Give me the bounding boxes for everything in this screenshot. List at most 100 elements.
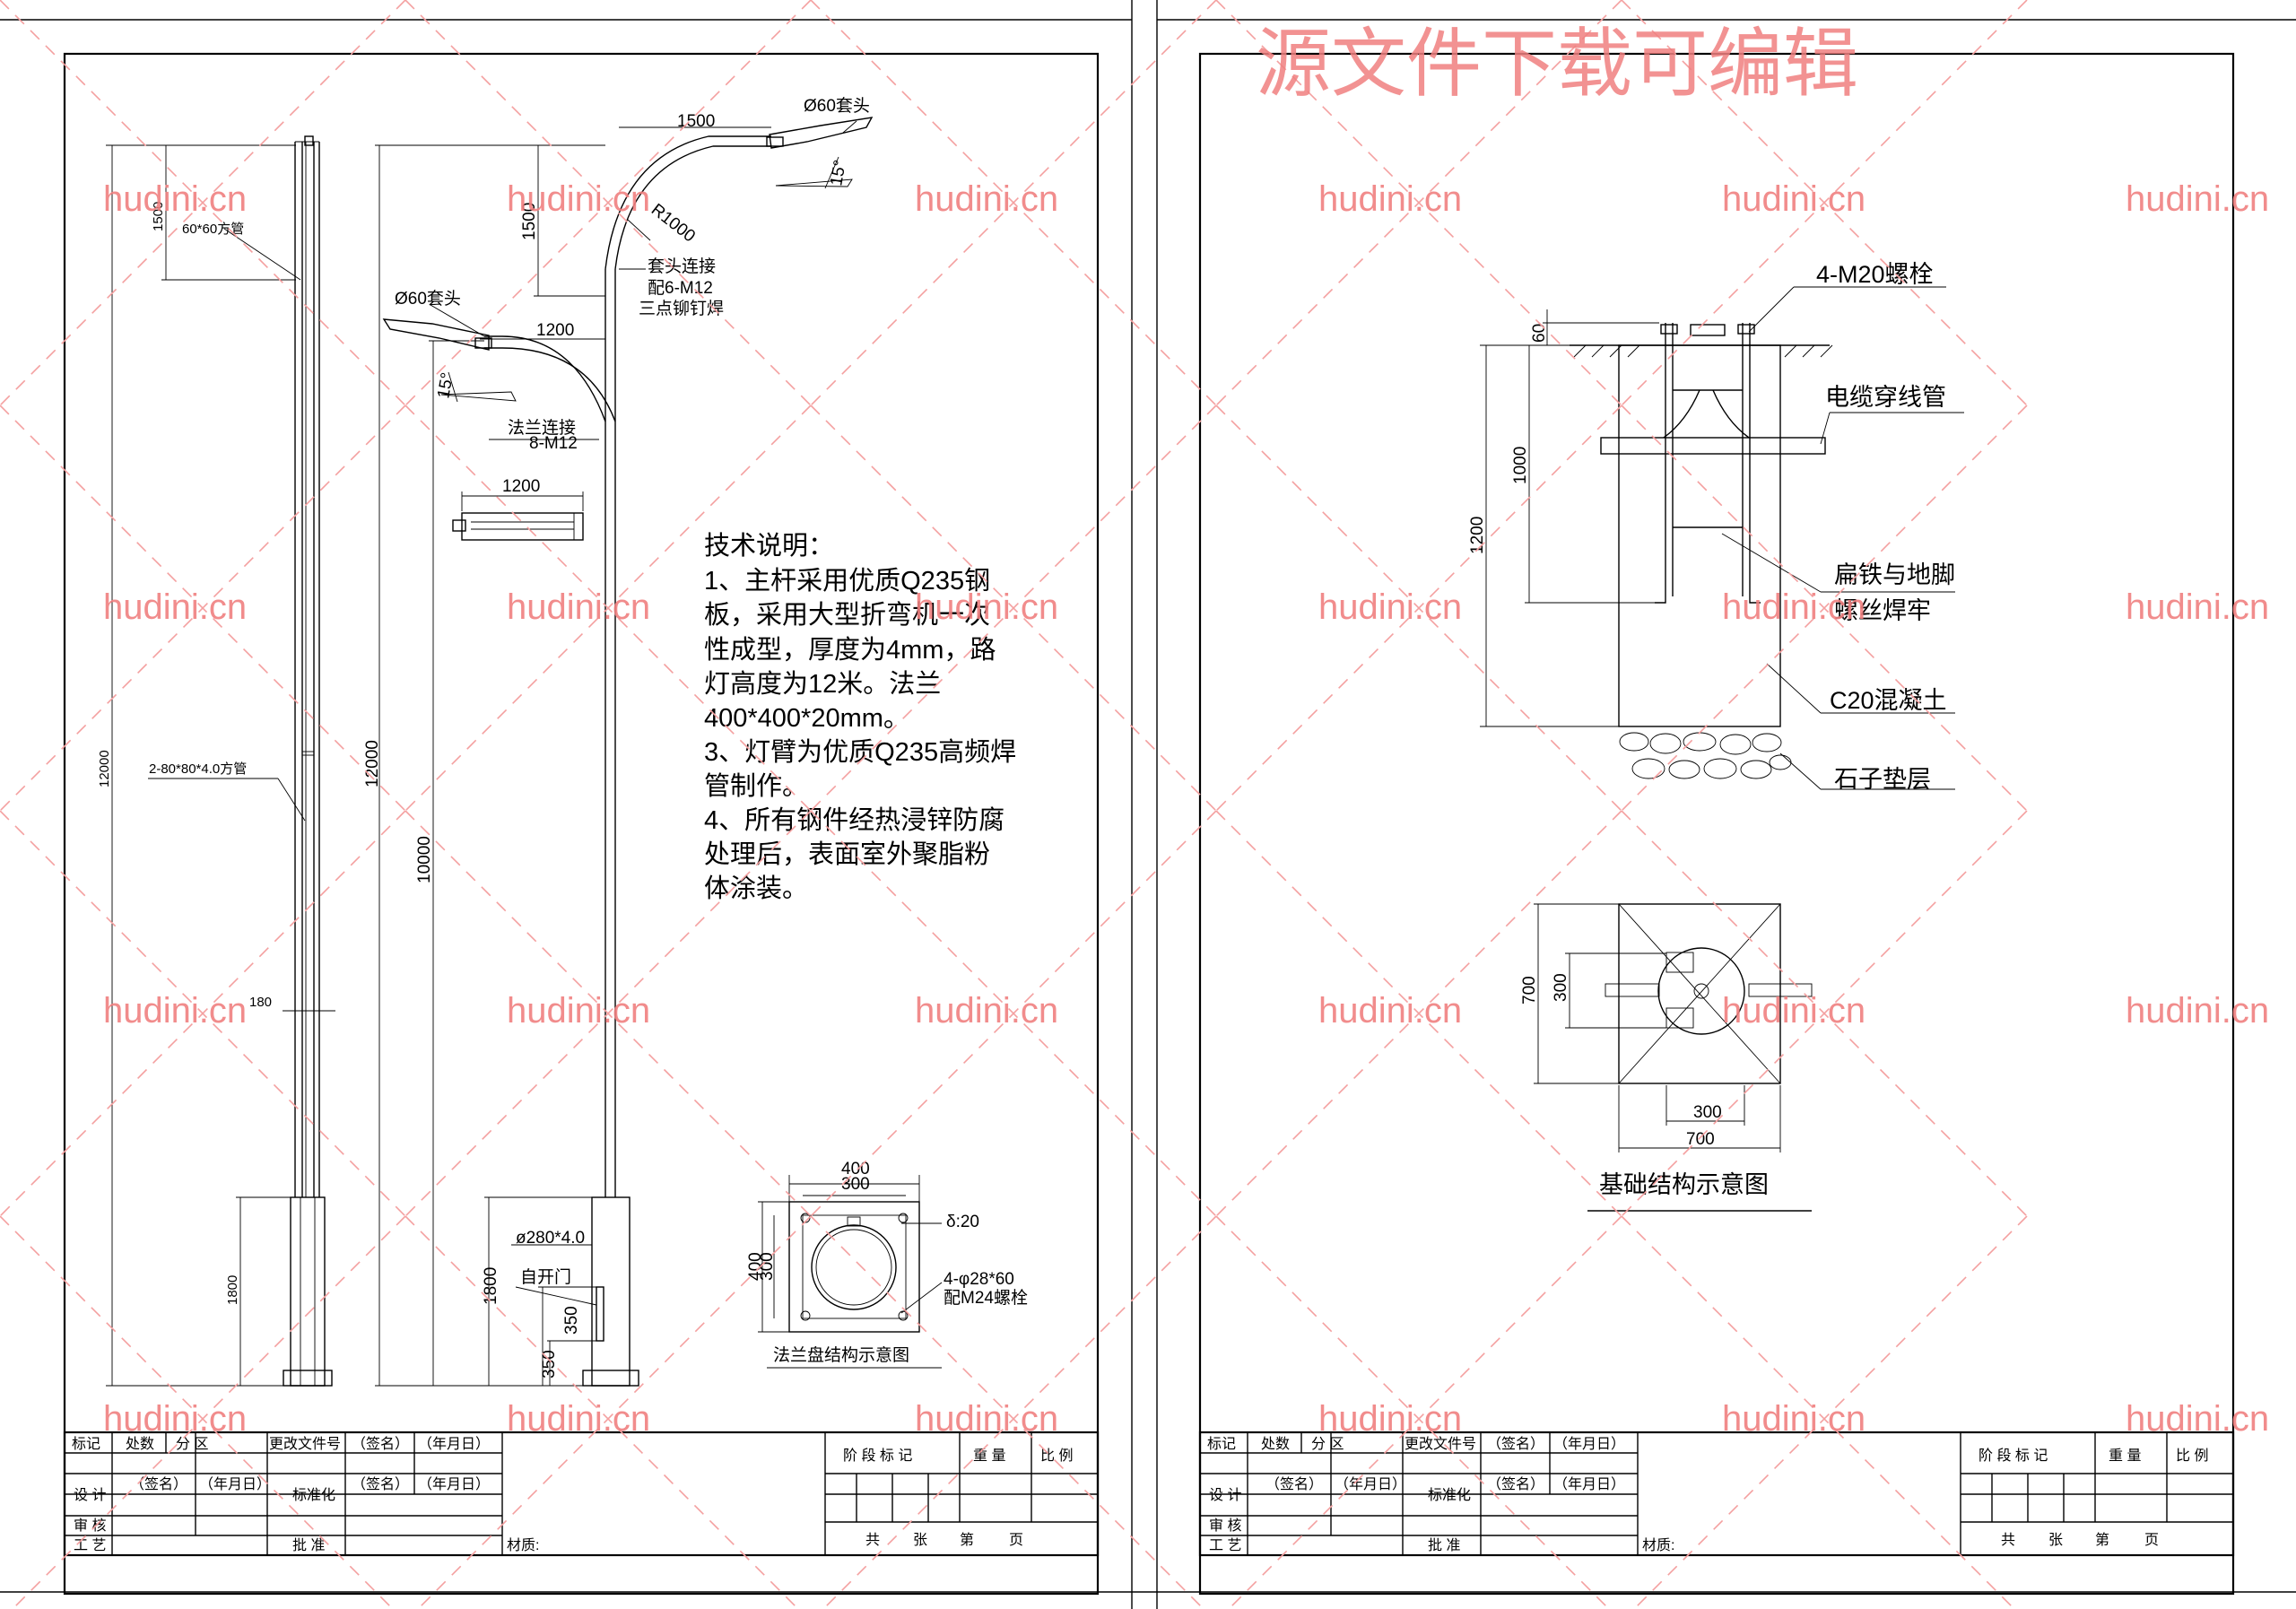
pole-b-flange-connect-label: 法兰连接 [508,418,576,438]
gravel-layer [1619,732,1792,779]
tb-cell: （签名） [352,1476,409,1492]
tb-cell: 标记 [72,1436,100,1452]
watermark-text: hudini.cn [507,179,650,219]
watermark-line [1215,0,1622,406]
pole-b-dim-lower-arm: 1200 [536,321,574,340]
pole-b-angle-upper: 15° [827,159,850,187]
left-sheet-frame [0,0,1133,1609]
watermark-line [11,1215,406,1609]
watermark-line [1632,1215,2028,1609]
pole-a-main-tube-label: 2-80*80*4.0方管 [149,761,247,777]
watermark-text: hudini.cn [1318,179,1462,219]
plan-dim-bottom-outer: 700 [1686,1130,1715,1149]
watermark-text: hudini.cn [103,991,247,1031]
pole-a-dim-base: 1800 [225,1275,240,1305]
pole-b-flange-bolts-label: 8-M12 [529,434,578,453]
watermark-text: hudini.cn [507,991,650,1031]
pole-b-dim-total: 12000 [363,740,382,787]
foundation-plan: 700 300 300 700 基础结构示意图 [1520,903,1813,1212]
pole-b-dim-door-bottom: 350 [540,1350,559,1379]
watermark-text: hudini.cn [1722,179,1866,219]
watermark-text: hudini.cn [915,179,1058,219]
pole-a-dim-total: 12000 [97,750,112,787]
pole-b-dim-mid: 10000 [415,836,434,883]
tb-cell: 审 核 [74,1518,106,1534]
watermark-text: hudini.cn [1722,991,1866,1031]
title-block-left: 标记 处数 分 区 更改文件号 （签名） （年月日） 设 计 （签名） （年月日… [63,1431,1100,1557]
tb-cell: （年月日） [1553,1436,1625,1452]
flange-dim-side-inner: 300 [758,1252,777,1281]
tb-cell: 工 艺 [74,1537,106,1553]
flange-dim-inner: 300 [841,1175,870,1194]
watermark-line [822,1215,1217,1609]
tb-cell: （签名） [352,1436,409,1452]
notes-line: 灯高度为12米。法兰 [704,669,941,699]
watermark-line [1215,404,1622,812]
tb-cell: （签名） [1487,1476,1544,1492]
pole-a-dim-top: 1500 [151,202,166,231]
notes-line: 性成型，厚度为4mm，路 [704,635,996,665]
tb-cell: 更改文件号 [269,1436,341,1452]
notes-line: 1、主杆采用优质Q235钢 [704,566,990,596]
notes-line: 400*400*20mm。 [704,704,909,733]
watermark-text: hudini.cn [2126,991,2269,1031]
notes-line: 体涂装。 [704,874,808,903]
foundation-dim-top: 60 [1530,324,1549,343]
foundation-section: 60 1000 1200 4-M20螺栓 电缆穿线管 扁铁与地脚 螺丝焊牢 C2… [1468,261,1964,793]
watermark-text: hudini.cn [1318,587,1462,627]
notes-line: 板，采用大型折弯机一次 [704,600,990,630]
watermark-line [810,810,1217,1217]
pole-b-dim-base: 1800 [482,1267,500,1305]
watermark-line [1621,404,2028,812]
tb-cell: （签名） [130,1476,187,1492]
watermark-text: hudini.cn [507,1399,650,1439]
tb-cell: 标准化 [292,1487,335,1503]
pole-b-upper-sleeve-label: Ø60套头 [804,96,870,116]
watermark-line [404,0,812,406]
tb-cell: 阶 段 标 记 [843,1448,912,1464]
tb-cell: 张 [2048,1532,2063,1548]
watermark-text: hudini.cn [1722,1399,1866,1439]
watermark-text: hudini.cn [915,587,1058,627]
tb-cell: 处数 [1261,1436,1290,1452]
watermark-banner: 源文件下载可编辑 [1256,22,1858,106]
pole-a-elevation: 60*60方管 1500 12000 2-80*80*4.0方管 180 180… [97,135,335,1387]
watermark-grid [0,0,2028,1609]
tb-cell: 分 区 [1311,1436,1344,1452]
flange-bolts-label: 配M24螺栓 [944,1288,1028,1308]
flange-thickness-label: δ:20 [946,1213,979,1231]
watermark-line [810,0,1217,406]
notes-line: 管制作。 [704,771,808,801]
watermark-text: hudini.cn [103,1399,247,1439]
tb-cell: 重 量 [973,1448,1005,1464]
pole-a-square-tube-label: 60*60方管 [182,222,244,237]
plan-dim-side-inner: 300 [1552,973,1570,1002]
tb-cell: 页 [2144,1533,2159,1548]
pole-b-radius-label: R1000 [648,200,699,246]
watermark-line [810,404,1217,812]
pole-b-dim-upper-arm: 1500 [677,112,715,131]
tb-cell: 处数 [126,1436,154,1452]
tb-cell: 张 [913,1532,927,1548]
watermark-text: hudini.cn [915,1399,1058,1439]
notes-title: 技术说明： [704,531,834,561]
tb-cell: 第 [2095,1532,2109,1548]
foundation-weld-label: 扁铁与地脚 [1834,561,1955,588]
watermark-line [0,404,406,812]
watermark-text: hudini.cn [915,991,1058,1031]
watermark-line [1215,810,1622,1217]
plan-dim-side-outer: 700 [1520,976,1539,1005]
watermark-line [1621,0,2028,406]
watermark-text: hudini.cn [1318,1399,1462,1439]
tb-cell: 阶 段 标 记 [1979,1448,2048,1464]
pole-b-dim-lamp-width: 1200 [502,477,540,496]
tb-cell: （年月日） [1553,1476,1625,1492]
tb-cell: 标记 [1207,1436,1236,1452]
tb-cell: 比 例 [2176,1448,2208,1464]
watermark-line [1227,1215,1622,1609]
tb-cell: （年月日） [418,1436,490,1452]
watermark-line [416,1215,812,1609]
tb-material: 材质: [507,1537,539,1553]
